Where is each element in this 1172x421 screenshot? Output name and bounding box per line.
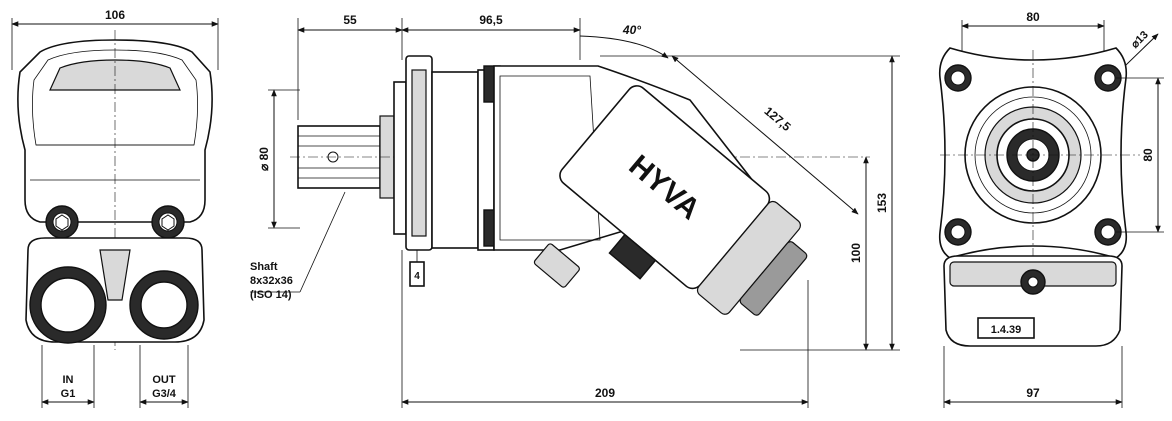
port-side-view: 106 bbox=[11, 8, 219, 408]
body-length-dimension-line bbox=[671, 55, 859, 215]
port-tag-number: 4 bbox=[414, 271, 420, 282]
in-port-label: IN bbox=[63, 374, 74, 386]
side-view: 55 96,5 40° ⌀ 80 4 bbox=[250, 13, 900, 408]
body-length-label: 127,5 bbox=[762, 104, 794, 134]
in-port-thread: G1 bbox=[61, 388, 76, 400]
shaft-diameter-label: ⌀ 80 bbox=[257, 147, 271, 171]
bent-head: HYVA bbox=[559, 85, 808, 316]
bend-angle-label: 40° bbox=[622, 23, 641, 37]
right-bolt-icon bbox=[151, 205, 185, 239]
plate-code: 1.4.39 bbox=[991, 324, 1022, 336]
shaft-note-line2: 8x32x36 bbox=[250, 275, 293, 287]
id-plate bbox=[977, 317, 1035, 339]
total-length-label: 209 bbox=[595, 386, 615, 400]
out-port-icon bbox=[129, 270, 199, 340]
mounting-flange bbox=[393, 81, 407, 235]
in-port-icon bbox=[29, 266, 107, 344]
rear-width-label: 97 bbox=[1026, 386, 1040, 400]
flange-width-label: 80 bbox=[1026, 10, 1040, 24]
width-106-label: 106 bbox=[105, 8, 125, 22]
flange-offset-55-label: 55 bbox=[343, 13, 357, 27]
port-height-label: 100 bbox=[849, 243, 863, 263]
shaft-to-bend-label: 96,5 bbox=[479, 13, 503, 27]
flange-height-label: 80 bbox=[1141, 148, 1155, 162]
shaft-note-line3: (ISO 14) bbox=[250, 289, 292, 301]
left-bolt-icon bbox=[45, 205, 79, 239]
hole-diameter-label: ⌀13 bbox=[1129, 29, 1151, 51]
total-height-label: 153 bbox=[875, 193, 889, 213]
flange-front-view: 80 ⌀13 80 1.4.39 bbox=[938, 10, 1164, 408]
shaft-note-line1: Shaft bbox=[250, 261, 278, 273]
out-port-thread: G3/4 bbox=[152, 388, 177, 400]
out-port-label: OUT bbox=[152, 374, 176, 386]
